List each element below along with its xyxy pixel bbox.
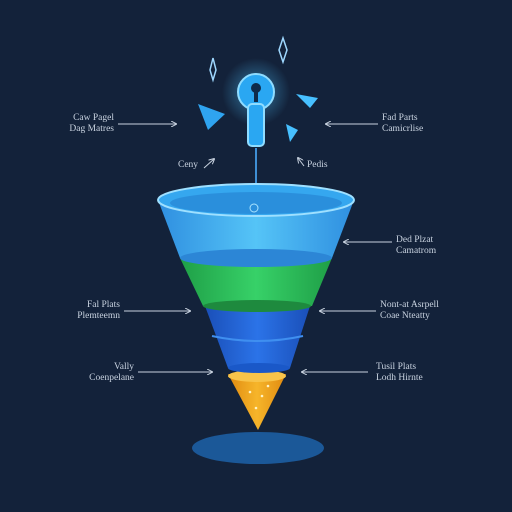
funnel-stage-green [180,258,332,312]
label-mid-right-1-line2: Camatrom [396,246,437,256]
lightbulb-icon [222,58,290,190]
shard-icon [296,94,318,108]
label-top-left-line1: Caw Pagel [73,113,114,123]
label-mid-right-2-line2: Coae Nteatty [380,311,430,321]
sparkle-icon [209,57,217,83]
label-top-right-line2: Camicrlise [382,124,424,134]
funnel-stage-top [157,183,355,267]
arrow-small-left [203,159,214,169]
label-top-left-line2: Dag Matres [69,124,114,134]
label-mid-left-line1: Fal Plats [87,300,120,310]
label-small-left: Ceny [178,160,198,171]
label-mid-right-1-line1: Ded Plzat [396,235,434,245]
label-bottom-left-line2: Coenpelane [89,373,134,383]
label-small-left-line1: Ceny [178,160,199,170]
label-bottom-right-line1: Tusil Plats [376,362,417,372]
label-top-right-line1: Fad Parts [382,113,418,123]
label-top-left: Caw Pagel Dag Matres [50,113,114,135]
label-bottom-right-line2: Lodh Hirnte [376,373,423,383]
arrow-small-right [298,158,305,167]
label-mid-right-1: Ded Plzat Camatrom [396,235,436,257]
sparkle-icon [278,35,288,65]
label-mid-left: Fal Plats Plemteemn [50,300,120,322]
label-bottom-left-line1: Vally [113,362,134,372]
label-bottom-left: Vally Coenpelane [60,362,134,384]
label-mid-right-2: Nont-at Asrpell Coae Nteatty [380,300,439,322]
keyhole-icon [251,83,261,102]
label-top-right: Fad Parts Camicrlise [382,113,423,135]
funnel-shadow [192,432,324,464]
label-mid-right-2-line1: Nont-at Asrpell [380,300,439,310]
shard-icon [286,124,298,142]
funnel-stage-tip [228,370,286,430]
funnel-stage-blue [205,306,310,373]
label-small-right-line1: Pedis [307,160,328,170]
label-mid-left-line2: Plemteemn [77,311,120,321]
label-small-right: Pedis [307,160,328,171]
shard-icon [198,104,225,130]
label-bottom-right: Tusil Plats Lodh Hirnte [376,362,423,384]
